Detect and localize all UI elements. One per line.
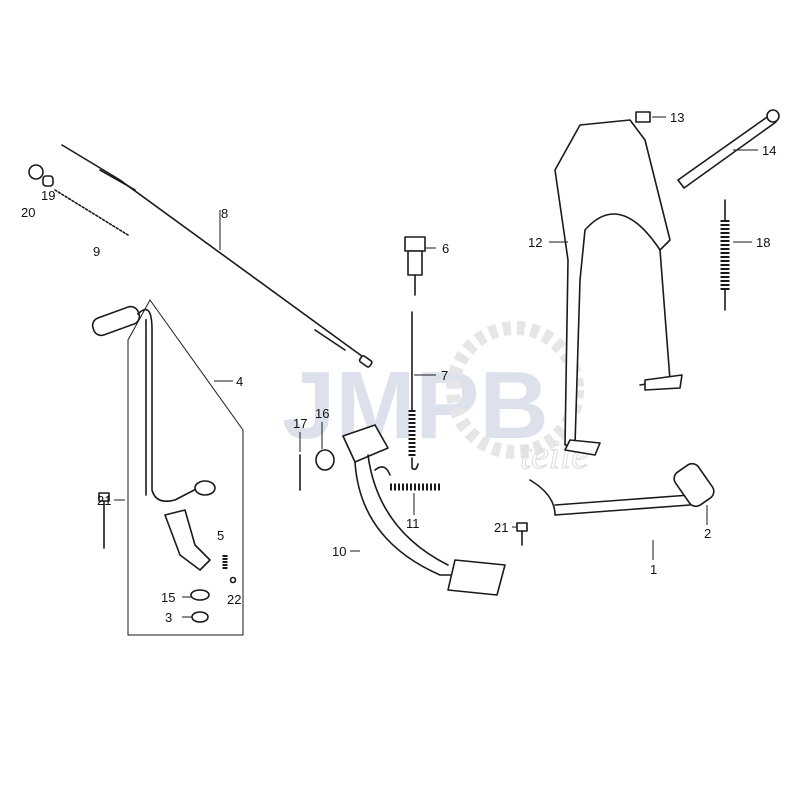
callout-18: 18 bbox=[756, 235, 770, 250]
callout-14: 14 bbox=[762, 143, 776, 158]
callout-9: 9 bbox=[93, 244, 100, 259]
part-switch[interactable] bbox=[404, 236, 426, 296]
callout-21-left: 21 bbox=[97, 493, 111, 508]
callout-7: 7 bbox=[441, 368, 448, 383]
part-shaft[interactable] bbox=[677, 109, 780, 189]
part-spring-9[interactable] bbox=[54, 189, 129, 236]
part-spring-rod[interactable] bbox=[408, 311, 419, 471]
part-bolt-21-right[interactable] bbox=[516, 522, 528, 546]
callouts: 1 2 3 4 5 6 7 8 9 10 11 12 13 14 15 16 1… bbox=[21, 110, 776, 625]
callout-11: 11 bbox=[406, 516, 420, 531]
part-clip-13[interactable] bbox=[635, 111, 651, 123]
callout-12: 12 bbox=[528, 235, 542, 250]
callout-15: 15 bbox=[161, 590, 175, 605]
part-kick-starter-arm[interactable] bbox=[90, 304, 216, 571]
callout-2: 2 bbox=[704, 526, 711, 541]
part-main-stand[interactable] bbox=[554, 119, 683, 456]
callout-10: 10 bbox=[332, 544, 346, 559]
callout-3: 3 bbox=[165, 610, 172, 625]
part-bolt-21-left[interactable] bbox=[98, 492, 110, 549]
part-ball-22[interactable] bbox=[229, 576, 237, 584]
callout-19: 19 bbox=[41, 188, 55, 203]
kick-lever-group-outline bbox=[127, 299, 244, 636]
callout-22: 22 bbox=[227, 592, 241, 607]
callout-4: 4 bbox=[236, 374, 243, 389]
part-brake-pedal[interactable] bbox=[342, 424, 506, 596]
callout-16: 16 bbox=[315, 406, 329, 421]
leader-lines bbox=[114, 116, 758, 618]
callout-20: 20 bbox=[21, 205, 35, 220]
part-washer-16[interactable] bbox=[315, 449, 335, 471]
part-washer-15[interactable] bbox=[190, 589, 210, 601]
part-nut-20[interactable] bbox=[28, 164, 44, 180]
callout-17: 17 bbox=[293, 416, 307, 431]
part-cable[interactable] bbox=[61, 144, 373, 368]
callout-5: 5 bbox=[217, 528, 224, 543]
callout-8: 8 bbox=[221, 206, 228, 221]
callout-6: 6 bbox=[442, 241, 449, 256]
watermark-sub: teile bbox=[520, 432, 589, 477]
callout-1: 1 bbox=[650, 562, 657, 577]
callout-13: 13 bbox=[670, 110, 684, 125]
part-nut-3[interactable] bbox=[191, 611, 209, 623]
part-collar-19[interactable] bbox=[42, 175, 54, 187]
watermark-brand: JMPB bbox=[282, 352, 549, 459]
callout-21-right: 21 bbox=[494, 520, 508, 535]
part-stand-arm[interactable] bbox=[529, 461, 717, 516]
